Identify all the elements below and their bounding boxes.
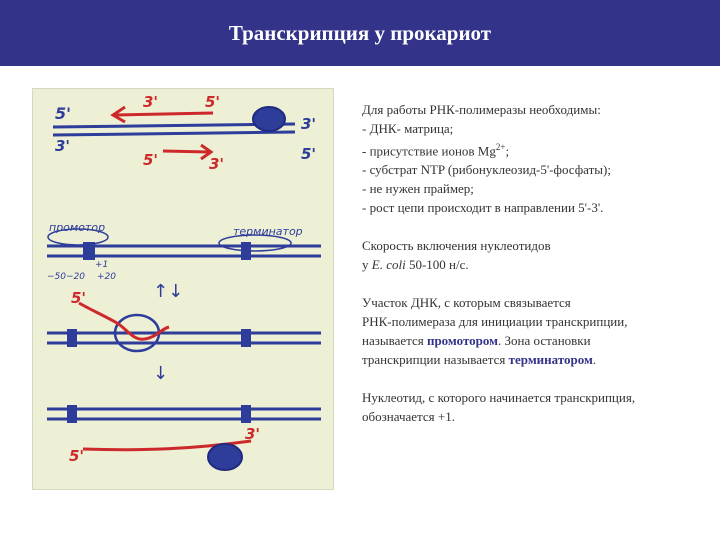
terminator-bracket [218,234,292,252]
rna-bottom [82,439,252,452]
req-item-2-sup: 2+ [495,142,506,152]
pos-plus1-label: +1 [95,260,108,270]
req-item-1: - ДНК- матрица; [362,121,454,136]
rna-arrow-bottom [162,149,210,154]
req-item-5: - рост цепи происходит в направлении 5'-… [362,200,604,216]
nucleotide-line-1: Нуклеотид, с которого начинается транскр… [362,390,636,406]
req-item-2: - присутствие ионов Mg2+; [362,138,710,160]
terminator-box-3 [241,405,251,423]
arrows-updown: ↑↓ [153,281,183,302]
speed-line-2-pre: у [362,257,372,273]
dna-strand-top-2 [52,130,296,137]
label-5-bottom: 5' [143,151,158,169]
promoter-line-3-post: . Зона остановки [498,333,591,349]
req-item-4: - не нужен праймер; [362,181,474,197]
req-intro: Для работы РНК-полимеразы необходимы: [362,102,601,117]
terminator-box [241,242,251,260]
req-item-2-pre: - присутствие ионов Mg [362,143,496,159]
promoter-box [83,242,95,260]
sketch-drawing: 5' 3' 5' 3' 3' 5' 3' 5' промотор термина… [47,93,321,471]
label-5-right: 5' [301,145,316,163]
label-3-right: 3' [301,115,316,133]
promoter-line-4: транскрипции называется терминатором. [362,350,710,369]
speed-line-1: Скорость включения нуклеотидов [362,238,551,254]
req-item-3: - субстрат NTP (рибонуклеозид-5'-фосфаты… [362,162,611,178]
promoter-label: промотор [49,221,105,234]
promoter-box-3 [67,405,77,423]
promoter-line-4-post: . [592,352,597,368]
polymerase-blob-bottom [207,443,243,471]
speed-line-2: у E. coli 50-100 н/с. [362,255,710,274]
polymerase-blob-top [252,106,286,132]
speed-line-2-post: 50-100 н/с. [405,257,469,273]
speed-line-2-italic: E. coli [371,257,406,273]
label-3-bottom: 3' [209,155,224,173]
label-3-left: 3' [55,137,70,155]
content-text: Для работы РНК-полимеразы необходимы: - … [362,100,710,426]
label-5-red: 5' [205,93,220,111]
label-3-red: 3' [143,93,158,111]
req-item-2-post: ; [505,143,510,159]
nucleotide-line-2: обозначается +1. [362,409,455,425]
rna-arrowhead-top [110,105,126,124]
pos-plus-label: +20 [97,272,116,282]
rna-arrowhead-bottom [200,143,214,161]
hand-drawn-sketch: 5' 3' 5' 3' 3' 5' 3' 5' промотор термина… [32,88,334,490]
mid-5-label: 5' [71,289,86,307]
promoter-line-3: называется промотором. Зона остановки [362,331,710,350]
promoter-term: промотором [426,333,498,349]
rna-mid [78,301,170,341]
pos-minus-label: −50−20 [47,272,85,282]
arrow-down: ↓ [153,363,168,384]
promoter-line-1: Участок ДНК, с которым связывается [362,295,571,311]
promoter-line-4-pre: транскрипции называется [362,352,509,368]
page-title: Транскрипция у прокариот [228,20,492,45]
promoter-line-3-pre: называется [362,333,427,349]
promoter-line-2: РНК-полимераза для инициации транскрипци… [362,314,628,330]
terminator-term: терминатором [508,352,593,368]
rna-arrow-top [114,111,214,117]
label-5-left: 5' [55,104,71,123]
bottom-3-label: 3' [245,425,260,443]
terminator-box-2 [241,329,251,347]
promoter-box-2 [67,329,77,347]
bottom-5-label: 5' [69,447,84,465]
header-bar: Транскрипция у прокариот [0,0,720,66]
